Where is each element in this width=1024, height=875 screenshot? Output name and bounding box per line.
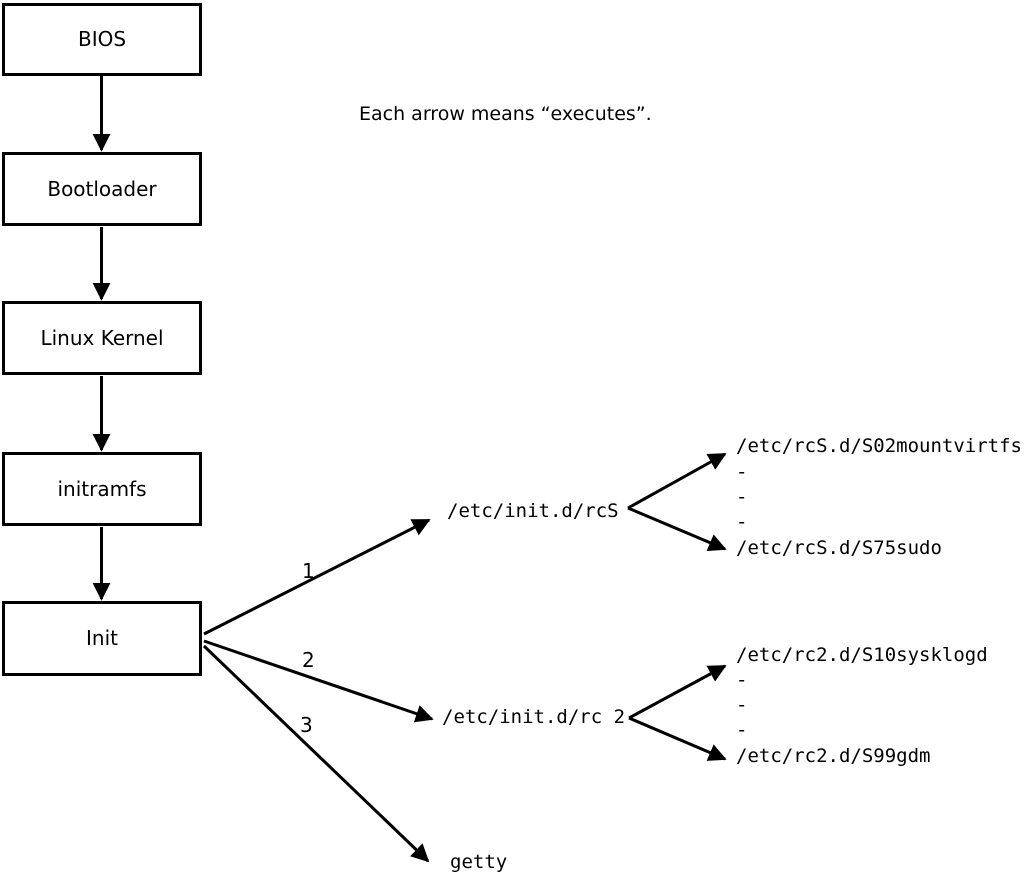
arrow-init-to-getty (202, 644, 430, 863)
rcs-ellipsis-dash-2: - (736, 486, 747, 508)
arrow-rcs-to-s02mountvirtfs (627, 452, 727, 510)
arrow-init-to-rc2 (203, 639, 434, 723)
bootloader-label: Bootloader (47, 177, 157, 201)
bios-label: BIOS (78, 27, 126, 51)
linux-kernel-box (2, 301, 202, 375)
s02mountvirtfs-label: /etc/rcS.d/S02mountvirtfs (736, 435, 1022, 457)
rc2-script-label: /etc/init.d/rc 2 (442, 706, 625, 728)
rcs-ellipsis-dash-3: - (736, 511, 747, 533)
rcs-script-label: /etc/init.d/rcS (447, 500, 619, 522)
branch-3-number-label: 3 (300, 713, 313, 737)
annotation-text: Each arrow means “executes”. (359, 103, 652, 125)
rc2-ellipsis-dash-1: - (736, 669, 747, 691)
arrow-rc2-to-s99gdm (628, 716, 727, 761)
bios-box (2, 3, 202, 76)
branch-2-number-label: 2 (302, 648, 315, 672)
branch-1-number-label: 1 (302, 559, 315, 583)
init-label: Init (86, 626, 118, 650)
bootloader-box (2, 152, 202, 226)
s10sysklogd-label: /etc/rc2.d/S10sysklogd (736, 644, 988, 666)
rc2-ellipsis-dash-2: - (736, 694, 747, 716)
arrow-init-to-rcs (203, 518, 431, 636)
arrow-rc2-to-s10sysklogd (628, 664, 727, 720)
getty-label: getty (450, 851, 507, 873)
s75sudo-label: /etc/rcS.d/S75sudo (736, 537, 942, 559)
arrow-rcs-to-s75sudo (627, 506, 727, 551)
initramfs-box (2, 452, 202, 526)
rcs-ellipsis-dash-1: - (736, 461, 747, 483)
initramfs-label: initramfs (57, 477, 146, 501)
rc2-ellipsis-dash-3: - (736, 719, 747, 741)
s99gdm-label: /etc/rc2.d/S99gdm (736, 745, 930, 767)
linux-kernel-label: Linux Kernel (40, 326, 163, 350)
init-box (2, 601, 202, 676)
